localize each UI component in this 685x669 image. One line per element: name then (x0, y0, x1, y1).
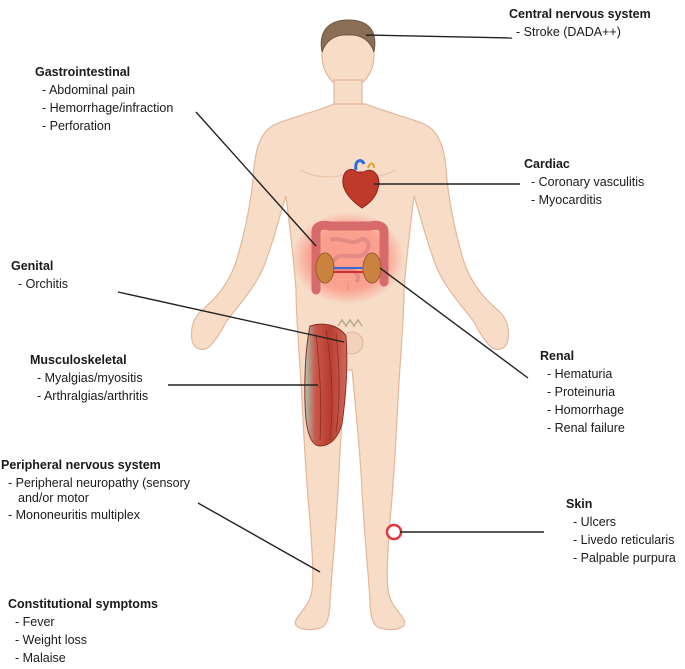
gastro-item: Perforation (42, 117, 173, 135)
cardiac-item: Myocarditis (531, 191, 644, 209)
pns-list: Peripheral neuropathy (sensory and/or mo… (1, 474, 190, 524)
label-musculo: Musculoskeletal Myalgias/myositis Arthra… (30, 351, 148, 405)
gastro-item: Abdominal pain (42, 81, 173, 99)
genital-item: Orchitis (18, 275, 68, 293)
skin-item: Ulcers (573, 513, 676, 531)
musculo-list: Myalgias/myositis Arthralgias/arthritis (30, 369, 148, 405)
renal-item: Renal failure (547, 419, 625, 437)
label-skin: Skin Ulcers Livedo reticularis Palpable … (566, 495, 676, 567)
renal-item: Homorrhage (547, 401, 625, 419)
constitutional-list: Fever Weight loss Malaise (8, 613, 158, 667)
human-figure (191, 22, 508, 630)
right-kidney (363, 253, 381, 283)
skin-item: Palpable purpura (573, 549, 676, 567)
line-pns (198, 503, 320, 572)
renal-item: Proteinuria (547, 383, 625, 401)
pns-item-continuation: and/or motor (8, 490, 190, 506)
abdominal-organs (292, 212, 404, 304)
gastro-list: Abdominal pain Hemorrhage/infraction Per… (35, 81, 173, 135)
skin-list: Ulcers Livedo reticularis Palpable purpu… (566, 513, 676, 567)
genital-list: Orchitis (11, 275, 68, 293)
cardiac-list: Coronary vasculitis Myocarditis (524, 173, 644, 209)
label-constitutional: Constitutional symptoms Fever Weight los… (8, 595, 158, 667)
cardiac-heading: Cardiac (524, 155, 644, 173)
gastro-heading: Gastrointestinal (35, 63, 173, 81)
cns-heading: Central nervous system (509, 5, 651, 23)
label-genital: Genital Orchitis (11, 257, 68, 293)
label-renal: Renal Hematuria Proteinuria Homorrhage R… (540, 347, 625, 437)
skin-lesion (387, 525, 401, 539)
renal-item: Hematuria (547, 365, 625, 383)
pns-item: Mononeuritis multiplex (8, 506, 190, 524)
label-cns: Central nervous system Stroke (DADA++) (509, 5, 651, 41)
renal-list: Hematuria Proteinuria Homorrhage Renal f… (540, 365, 625, 437)
cns-item: Stroke (DADA++) (516, 23, 651, 41)
skin-heading: Skin (566, 495, 676, 513)
gastro-item: Hemorrhage/infraction (42, 99, 173, 117)
label-pns: Peripheral nervous system Peripheral neu… (1, 456, 190, 524)
constitutional-item: Weight loss (15, 631, 158, 649)
constitutional-heading: Constitutional symptoms (8, 595, 158, 613)
musculo-item: Arthralgias/arthritis (37, 387, 148, 405)
renal-heading: Renal (540, 347, 625, 365)
musculo-item: Myalgias/myositis (37, 369, 148, 387)
cardiac-item: Coronary vasculitis (531, 173, 644, 191)
label-cardiac: Cardiac Coronary vasculitis Myocarditis (524, 155, 644, 209)
left-kidney (316, 253, 334, 283)
genital-heading: Genital (11, 257, 68, 275)
constitutional-item: Malaise (15, 649, 158, 667)
line-cns (366, 35, 512, 38)
pns-heading: Peripheral nervous system (1, 456, 190, 474)
skin-item: Livedo reticularis (573, 531, 676, 549)
label-gastro: Gastrointestinal Abdominal pain Hemorrha… (35, 63, 173, 135)
constitutional-item: Fever (15, 613, 158, 631)
cns-list: Stroke (DADA++) (509, 23, 651, 41)
musculo-heading: Musculoskeletal (30, 351, 148, 369)
